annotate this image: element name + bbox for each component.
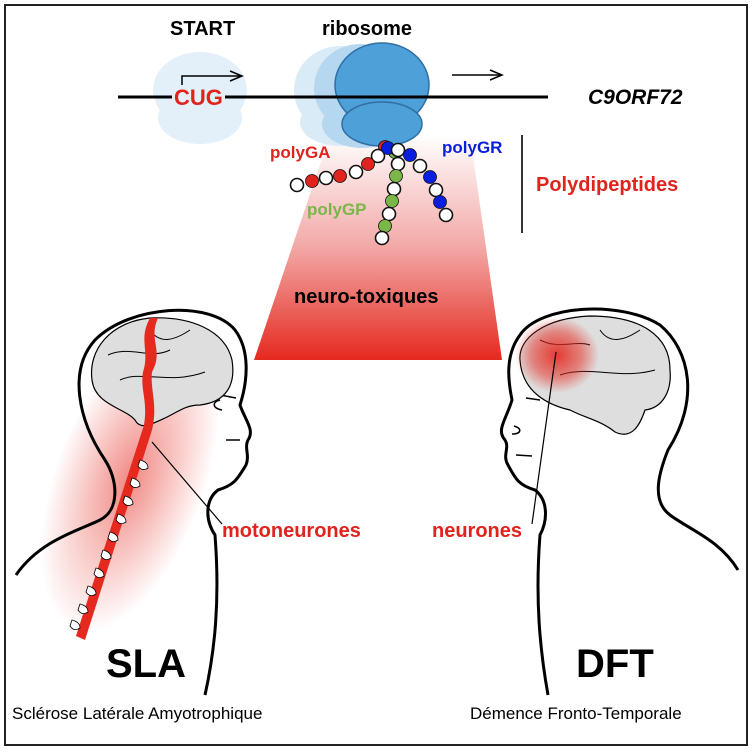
peptide-chains (289, 140, 454, 246)
codon-label: CUG (172, 85, 225, 111)
right-person (499, 307, 740, 696)
polyga-bead (289, 177, 305, 193)
polygp-bead (381, 206, 397, 222)
polyga-bead (333, 169, 347, 183)
polyga-bead (318, 170, 334, 186)
polyga-bead (361, 157, 375, 171)
figure-frame (4, 4, 748, 746)
polygp-bead (378, 219, 392, 233)
ribosome (334, 42, 430, 147)
polydipeptides-label: Polydipeptides (536, 174, 679, 196)
dft-title: DFT (576, 642, 654, 686)
polygr-bead (390, 142, 406, 158)
polyga-bead (305, 174, 319, 188)
motoneurones-label: motoneurones (222, 520, 361, 542)
polygp-bead (386, 181, 402, 197)
sla-full-name: Sclérose Latérale Amyotrophique (12, 704, 263, 723)
polygr-bead (423, 170, 437, 184)
dft-full-name: Démence Fronto-Temporale (470, 704, 682, 723)
polygr-bead (438, 207, 454, 223)
right-head-outline (499, 307, 740, 696)
polyga-bead (370, 148, 386, 164)
polyga-bead (348, 164, 364, 180)
polygp-bead (390, 156, 406, 172)
left-head-outline (14, 308, 252, 696)
polyga-label: polyGA (270, 143, 331, 162)
polygp-bead (374, 230, 390, 246)
left-person (14, 308, 252, 696)
polygp-bead (385, 194, 399, 208)
polygp-label: polyGP (307, 200, 367, 219)
polygr-label: polyGR (442, 138, 503, 157)
polygr-bead (403, 148, 417, 162)
gene-name: C9ORF72 (588, 86, 683, 109)
motoneurones-pointer (151, 441, 223, 525)
toxicity-label: neuro-toxiques (294, 286, 439, 308)
ribosome-label: ribosome (322, 18, 413, 40)
left-spine-vertebrae (69, 459, 149, 630)
frontal-lobe-highlight (515, 317, 599, 393)
neurones-label: neurones (432, 520, 523, 542)
sla-title: SLA (106, 642, 186, 686)
neurones-pointer (531, 351, 557, 525)
polygp-bead (389, 169, 403, 183)
polygr-bead (428, 182, 444, 198)
polygr-bead (433, 195, 447, 209)
toxicity-cone (254, 135, 502, 360)
left-motor-tract (76, 318, 158, 640)
start-label: START (170, 18, 236, 40)
polygr-bead (412, 158, 428, 174)
left-brain (90, 317, 234, 427)
